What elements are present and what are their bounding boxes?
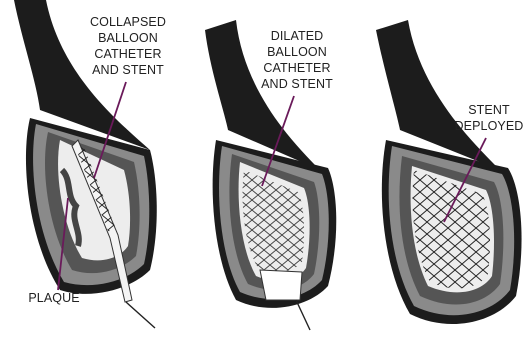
label-line: BALLOON: [98, 31, 158, 45]
label-line: CATHETER: [263, 61, 330, 75]
svg-text:AND STENT: AND STENT: [261, 77, 333, 91]
svg-text:COLLAPSED: COLLAPSED: [90, 15, 166, 29]
label-line: AND STENT: [92, 63, 164, 77]
svg-text:DEPLOYED: DEPLOYED: [455, 119, 524, 133]
label-collapsed: COLLAPSED BALLOON CATHETER AND STENT: [90, 15, 166, 77]
vessel-deployed: [376, 20, 522, 324]
svg-text:PLAQUE: PLAQUE: [28, 291, 79, 305]
label-line: COLLAPSED: [90, 15, 166, 29]
label-deployed: STENT DEPLOYED: [455, 103, 524, 133]
label-line: STENT: [468, 103, 510, 117]
plaque-label: PLAQUE: [28, 291, 79, 305]
svg-text:DILATED: DILATED: [271, 29, 324, 43]
label-line: DILATED: [271, 29, 324, 43]
label-line: AND STENT: [261, 77, 333, 91]
label-dilated: DILATED BALLOON CATHETER AND STENT: [261, 29, 333, 91]
svg-text:CATHETER: CATHETER: [94, 47, 161, 61]
svg-text:CATHETER: CATHETER: [263, 61, 330, 75]
svg-text:STENT: STENT: [468, 103, 510, 117]
svg-text:BALLOON: BALLOON: [98, 31, 158, 45]
label-plaque: PLAQUE: [28, 291, 79, 305]
svg-text:BALLOON: BALLOON: [267, 45, 327, 59]
label-line: CATHETER: [94, 47, 161, 61]
label-line: DEPLOYED: [455, 119, 524, 133]
label-line: BALLOON: [267, 45, 327, 59]
svg-text:AND STENT: AND STENT: [92, 63, 164, 77]
